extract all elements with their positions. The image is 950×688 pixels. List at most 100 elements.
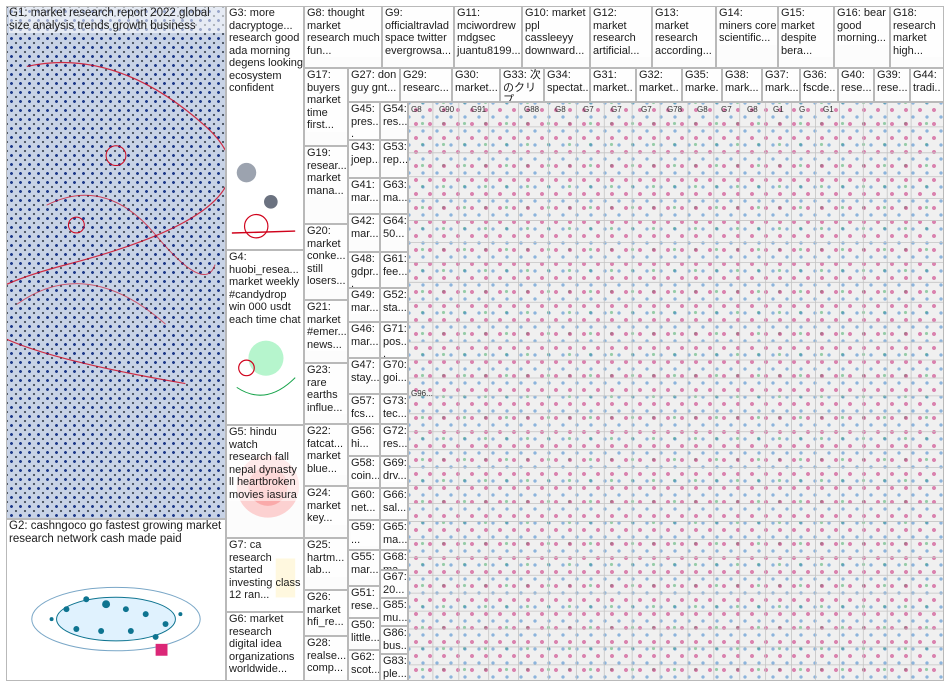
g61-label: G61: fee... <box>383 253 408 278</box>
group-g13[interactable]: G13: market research according... <box>652 6 716 68</box>
group-g52[interactable]: G52: sta... <box>380 288 408 322</box>
group-g15[interactable]: G15: market despite bera... <box>778 6 834 68</box>
group-g37[interactable]: G37: mark... <box>762 68 800 102</box>
group-g85[interactable]: G85: mu... <box>380 598 408 626</box>
g9-label: G9: officialtravlad space twitter evergr… <box>385 7 453 57</box>
g63-label: G63: ma... <box>383 179 408 204</box>
group-g54[interactable]: G54: res... <box>380 102 408 140</box>
group-g6[interactable]: G6: market research digital idea organiz… <box>226 612 304 681</box>
group-g48[interactable]: G48: gdpr... <box>348 252 380 288</box>
group-g21[interactable]: G21: market #emer... news... <box>304 300 348 363</box>
g31-label: G31: market... <box>593 69 635 101</box>
group-g66[interactable]: G66: sal... <box>380 488 408 520</box>
group-g67[interactable]: G67: 20... <box>380 570 408 598</box>
group-g44[interactable]: G44: tradi... <box>910 68 944 102</box>
group-g62[interactable]: G62: scot... <box>348 650 380 681</box>
group-g3[interactable]: G3: more dacryptoge... research good ada… <box>226 6 304 250</box>
small-group-tile-label: G8 <box>555 105 566 114</box>
group-g72[interactable]: G72: res... <box>380 424 408 456</box>
group-g47[interactable]: G47: stay... <box>348 358 380 394</box>
group-g86[interactable]: G86: bus... <box>380 626 408 654</box>
group-g71[interactable]: G71: pos... <box>380 322 408 358</box>
group-g17[interactable]: G17: buyers market time first... <box>304 68 348 146</box>
group-g23[interactable]: G23: rare earths influe... <box>304 363 348 424</box>
group-g20[interactable]: G20: market conke... still losers... <box>304 224 348 300</box>
g22-label: G22: fatcat... market blue... <box>307 425 347 475</box>
g45-label: G45: pres... <box>351 103 379 139</box>
group-g32[interactable]: G32: market... <box>636 68 682 102</box>
group-g14[interactable]: G14: miners core scientific... <box>716 6 778 68</box>
group-g60[interactable]: G60: net... <box>348 488 380 520</box>
small-groups-field[interactable]: G8 G90 G91 G88 G8 G7 G7 G7 G78 G8 G7 G8 … <box>408 102 944 681</box>
group-g36[interactable]: G36: fscde... <box>800 68 838 102</box>
group-g27[interactable]: G27: don guy gnt... <box>348 68 400 102</box>
group-g65[interactable]: G65: ma... <box>380 520 408 550</box>
group-g12[interactable]: G12: market research artificial... <box>590 6 652 68</box>
group-g9[interactable]: G9: officialtravlad space twitter evergr… <box>382 6 454 68</box>
group-g42[interactable]: G42: mar... <box>348 214 380 252</box>
g50-label: G50: little... <box>351 619 380 644</box>
group-g24[interactable]: G24: market key... <box>304 486 348 538</box>
g48-label: G48: gdpr... <box>351 253 379 287</box>
group-g49[interactable]: G49: mar... <box>348 288 380 322</box>
g21-label: G21: market #emer... news... <box>307 301 347 351</box>
g30-label: G30: market... <box>455 69 499 94</box>
group-g55[interactable]: G55: mar... <box>348 550 380 586</box>
group-g5[interactable]: G5: hindu watch research fall nepal dyna… <box>226 425 304 538</box>
g8-label: G8: thought market research much fun... <box>307 7 381 57</box>
group-g61[interactable]: G61: fee... <box>380 252 408 288</box>
group-g35[interactable]: G35: marke... <box>682 68 722 102</box>
g44-label: G44: tradi... <box>913 69 943 101</box>
group-g57[interactable]: G57: fcs... <box>348 394 380 424</box>
group-g33[interactable]: G33: 次 のクリプ... <box>500 68 544 102</box>
group-g34[interactable]: G34: spectat... <box>544 68 590 102</box>
group-g1[interactable]: G1: market research report 2022 global s… <box>6 6 226 519</box>
group-g30[interactable]: G30: market... <box>452 68 500 102</box>
group-g38[interactable]: G38: mark... <box>722 68 762 102</box>
group-g26[interactable]: G26: market hfi_re... <box>304 590 348 636</box>
group-g53[interactable]: G53: rep... <box>380 140 408 178</box>
group-g40[interactable]: G40: rese... <box>838 68 874 102</box>
small-groups-grid <box>409 103 943 680</box>
group-g63[interactable]: G63: ma... <box>380 178 408 214</box>
g72-label: G72: res... <box>383 425 408 450</box>
group-g25[interactable]: G25: hartm... lab... <box>304 538 348 590</box>
group-g43[interactable]: G43: joep... <box>348 140 380 178</box>
group-g16[interactable]: G16: bear good morning... <box>834 6 890 68</box>
group-g29[interactable]: G29: researc... <box>400 68 452 102</box>
g49-label: G49: mar... <box>351 289 379 314</box>
group-g39[interactable]: G39: rese... <box>874 68 910 102</box>
group-g51[interactable]: G51: rese... <box>348 586 380 618</box>
group-g8[interactable]: G8: thought market research much fun... <box>304 6 382 68</box>
group-g45[interactable]: G45: pres... <box>348 102 380 140</box>
group-g22[interactable]: G22: fatcat... market blue... <box>304 424 348 486</box>
g47-label: G47: stay... <box>351 359 380 384</box>
group-g59[interactable]: G59: ... <box>348 520 380 550</box>
small-group-tile-label: G7 <box>611 105 622 114</box>
group-g31[interactable]: G31: market... <box>590 68 636 102</box>
g25-label: G25: hartm... lab... <box>307 539 347 577</box>
group-g28[interactable]: G28: realse... comp... <box>304 636 348 681</box>
group-g18[interactable]: G18: research market high... <box>890 6 944 68</box>
group-g83[interactable]: G83: ple... <box>380 654 408 681</box>
group-g58[interactable]: G58: coin... <box>348 456 380 488</box>
group-g11[interactable]: G11: mciwordrew mdgsec juantu8199... <box>454 6 522 68</box>
group-g19[interactable]: G19: resear... market mana... <box>304 146 348 224</box>
group-g46[interactable]: G46: mar... <box>348 322 380 358</box>
group-g7[interactable]: G7: ca research started investing class … <box>226 538 304 612</box>
group-g2[interactable]: G2: cashngoco go fastest growing market … <box>6 519 226 681</box>
group-g50[interactable]: G50: little... <box>348 618 380 650</box>
group-g69[interactable]: G69: drv... <box>380 456 408 488</box>
group-g4[interactable]: G4: huobi_resea... market weekly #candyd… <box>226 250 304 425</box>
g32-label: G32: market... <box>639 69 681 101</box>
group-g56[interactable]: G56: hi... <box>348 424 380 456</box>
group-g10[interactable]: G10: market ppl cassleeyy downward... <box>522 6 590 68</box>
g1-node-grid <box>7 7 225 518</box>
g24-label: G24: market key... <box>307 487 347 525</box>
group-g41[interactable]: G41: mar... <box>348 178 380 214</box>
group-g70[interactable]: G70: goi... <box>380 358 408 394</box>
g17-label: G17: buyers market time first... <box>307 69 347 132</box>
group-g73[interactable]: G73: tec... <box>380 394 408 424</box>
group-g64[interactable]: G64: 50... <box>380 214 408 252</box>
group-g68[interactable]: G68: ma... <box>380 550 408 570</box>
